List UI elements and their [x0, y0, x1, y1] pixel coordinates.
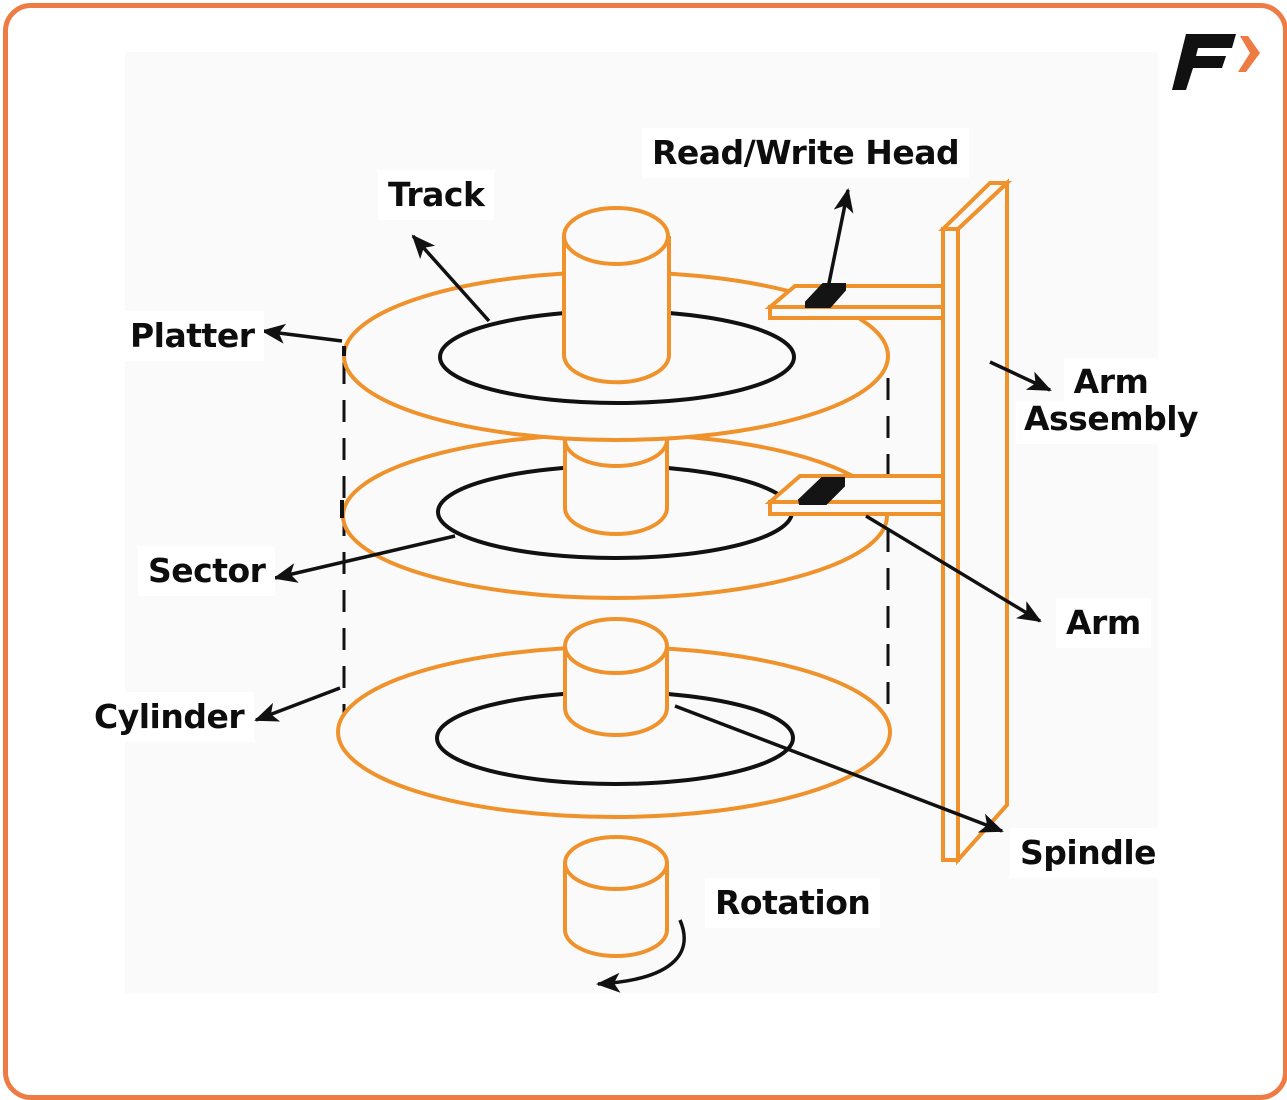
arm-2: [764, 474, 945, 516]
label-sector: Sector: [138, 546, 276, 596]
label-rotation: Rotation: [705, 878, 881, 928]
arrow-arm-assembly: [989, 360, 1052, 392]
spindle-bottom: [563, 835, 669, 958]
arrow-sector: [273, 534, 456, 583]
rotation-arrow: [596, 919, 686, 993]
label-cylinder: Cylinder: [84, 692, 255, 742]
arrow-arm: [865, 514, 1042, 623]
read-write-head-2: [797, 477, 845, 505]
label-track: Track: [378, 170, 495, 220]
arrow-cylinder: [254, 686, 341, 722]
arm-1: [764, 283, 945, 320]
label-arm: Arm: [1056, 598, 1151, 648]
cylinder-guide-marks: [340, 346, 346, 518]
callout-arrows: [254, 188, 1052, 993]
label-arm-assembly-line1: Arm: [1063, 358, 1159, 401]
arrow-spindle: [674, 704, 1004, 833]
label-arm-assembly: Arm Assembly: [1016, 358, 1207, 444]
read-write-head-1: [805, 283, 846, 308]
f-arrow-logo-icon: [1172, 34, 1260, 90]
label-arm-assembly-line2: Assembly: [1016, 400, 1207, 444]
label-read-write-head: Read/Write Head: [642, 128, 970, 178]
arm-assembly: [938, 178, 1013, 866]
arrow-read-write-head: [826, 188, 854, 289]
arrow-platter: [261, 323, 343, 344]
cylinder-guides: [342, 362, 890, 722]
platter-3: [336, 617, 892, 819]
platter-1: [342, 206, 890, 442]
label-spindle: Spindle: [1010, 828, 1167, 878]
label-platter: Platter: [120, 311, 265, 361]
arrow-track: [411, 234, 491, 323]
